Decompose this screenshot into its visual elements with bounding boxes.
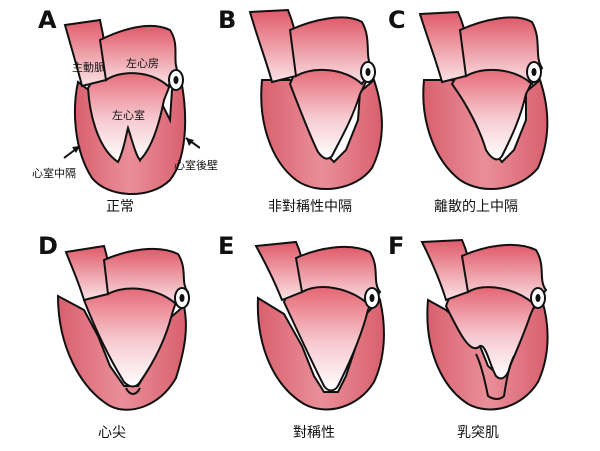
panel-b: B 非對稱性中隔	[200, 0, 400, 225]
caption: 正常	[106, 199, 134, 215]
panel-a: A 主動脈 左心房 左心室 心室中隔 心室後壁 正常	[0, 0, 218, 225]
label-left-atrium: 左心房	[126, 57, 159, 70]
left-atrium	[458, 16, 544, 86]
left-atrium	[102, 247, 190, 306]
papillary-muscle	[475, 353, 515, 400]
caption: 乳突肌	[457, 425, 499, 441]
caption: 對稱性	[293, 425, 335, 441]
aorta	[418, 10, 469, 84]
aorta	[63, 18, 108, 88]
panel-c: C 離散的上中隔	[388, 0, 600, 225]
aorta	[64, 244, 112, 302]
left-atrium	[98, 24, 180, 88]
panel-letter: B	[218, 6, 237, 34]
heart-normal-diagram	[63, 18, 200, 195]
aorta	[254, 240, 305, 302]
heart-discrete-upper-septal-diagram	[418, 10, 549, 191]
label-posterior-wall: 心室後壁	[174, 159, 218, 172]
caption: 離散的上中隔	[434, 199, 518, 215]
label-left-ventricle: 左心室	[112, 109, 145, 122]
aorta	[420, 238, 471, 302]
panel-d: D 心尖	[0, 226, 200, 451]
caption: 心尖	[98, 425, 126, 441]
left-atrium	[460, 243, 548, 306]
heart-symmetric-diagram	[254, 240, 385, 411]
panel-letter: E	[218, 232, 235, 260]
panel-letter: D	[38, 232, 58, 260]
aorta	[248, 8, 299, 84]
panel-f: F 乳突肌	[388, 226, 600, 451]
caption: 非對稱性中隔	[268, 199, 352, 215]
panel-letter: C	[388, 6, 406, 34]
left-atrium	[288, 16, 374, 86]
heart-apical-diagram	[56, 244, 190, 411]
label-aorta: 主動脈	[72, 61, 105, 74]
heart-asymmetric-septal-diagram	[248, 8, 383, 191]
panel-letter: F	[388, 232, 405, 260]
panel-letter: A	[38, 6, 57, 34]
panel-e: E 對稱性	[200, 226, 400, 451]
ventricle-wall	[260, 78, 383, 191]
heart-papillary-muscle-diagram	[420, 238, 549, 411]
left-atrium	[294, 245, 382, 306]
label-septum: 心室中隔	[32, 167, 76, 180]
